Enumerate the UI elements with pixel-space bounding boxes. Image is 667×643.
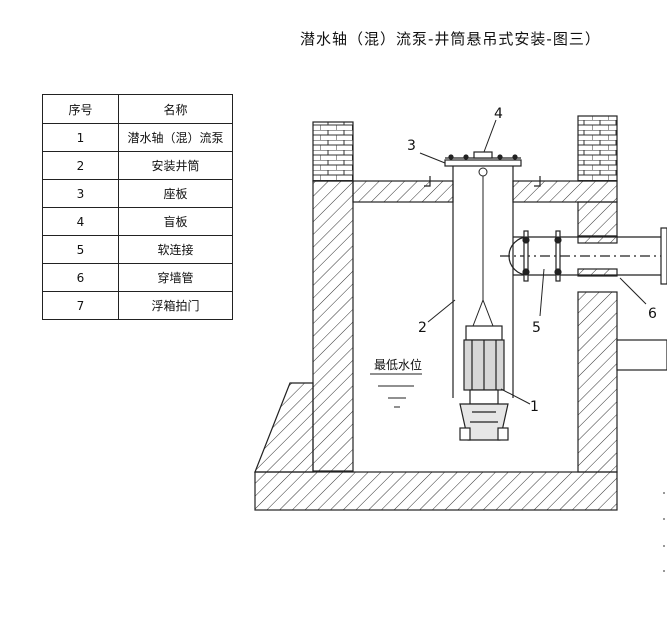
brick-parapet-right — [577, 115, 618, 182]
right-wall-upper — [577, 201, 618, 237]
installation-well-shaft — [424, 151, 541, 398]
drawing-title: 潜水轴（混）流泵-井筒悬吊式安装-图三） — [300, 30, 601, 48]
callout-leaders — [419, 119, 647, 405]
row-name: 潜水轴（混）流泵 — [118, 123, 233, 152]
intake-ramp — [254, 382, 314, 473]
top-slab-right — [512, 180, 618, 203]
callout-2: 2 — [418, 320, 427, 336]
row-name: 浮箱拍门 — [118, 291, 233, 320]
table-row: 2 安装井筒 — [42, 151, 233, 180]
right-wall-lower — [577, 291, 618, 473]
row-name: 盲板 — [118, 207, 233, 236]
callout-5: 5 — [532, 320, 541, 336]
table-row: 4 盲板 — [42, 207, 233, 236]
submersible-pump — [459, 325, 509, 441]
row-no: 1 — [42, 123, 119, 152]
row-no: 6 — [42, 263, 119, 292]
row-no: 5 — [42, 235, 119, 264]
table-row: 5 软连接 — [42, 235, 233, 264]
header-no: 序号 — [42, 94, 119, 124]
callout-1: 1 — [530, 399, 539, 415]
callout-4: 4 — [494, 106, 503, 122]
concrete-structure — [254, 180, 667, 511]
row-no: 2 — [42, 151, 119, 180]
lifting-chain — [472, 167, 494, 327]
row-no: 3 — [42, 179, 119, 208]
table-row: 3 座板 — [42, 179, 233, 208]
discharge-pipe — [500, 227, 667, 285]
edge-marks — [663, 492, 665, 572]
brick-parapet-left — [312, 121, 354, 182]
water-level-label: 最低水位 — [374, 357, 422, 372]
parts-table: 序号 名称 1 潜水轴（混）流泵 2 安装井筒 3 座板 4 盲板 5 软连接 … — [42, 94, 233, 320]
left-wall — [312, 180, 354, 472]
row-name: 安装井筒 — [118, 151, 233, 180]
outlet-channel — [616, 339, 667, 371]
top-slab-left — [352, 180, 454, 203]
callout-6: 6 — [648, 306, 657, 322]
table-row: 1 潜水轴（混）流泵 — [42, 123, 233, 152]
bottom-slab — [254, 471, 618, 511]
row-name: 座板 — [118, 179, 233, 208]
table-row: 7 浮箱拍门 — [42, 291, 233, 320]
callout-3: 3 — [407, 138, 416, 154]
row-no: 7 — [42, 291, 119, 320]
table-header-row: 序号 名称 — [42, 94, 233, 124]
header-name: 名称 — [118, 94, 233, 124]
water-level-mark — [370, 373, 422, 408]
